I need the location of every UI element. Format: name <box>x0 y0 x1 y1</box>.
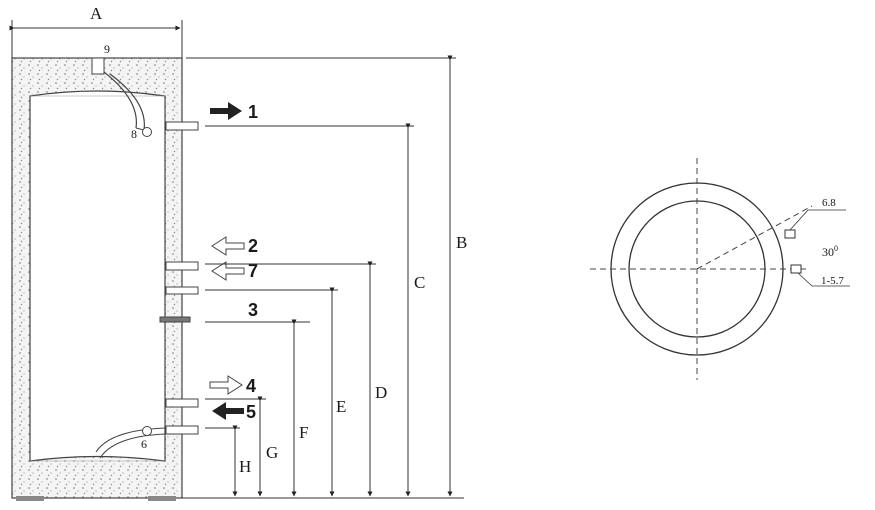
arrow-4-icon <box>209 375 243 395</box>
sensor-upper-label: 6.8 <box>822 197 836 209</box>
dim-d-label: D <box>375 383 387 402</box>
angle-label: 300 <box>822 244 838 259</box>
label-9: 9 <box>104 42 110 56</box>
sensor-sleeve-upper <box>784 229 796 239</box>
dim-f-label: F <box>299 423 308 442</box>
label-6: 6 <box>141 437 147 451</box>
dimension-lines <box>9 20 464 499</box>
label-3: 3 <box>248 300 258 320</box>
dim-c-label: C <box>414 273 425 292</box>
label-8: 8 <box>131 127 137 141</box>
dim-a-label: A <box>90 4 103 23</box>
plan-view: 6.8 1-5.7 300 <box>590 158 850 380</box>
bottom-pipe <box>95 426 167 459</box>
label-4: 4 <box>246 376 256 396</box>
dim-e-label: E <box>336 397 346 416</box>
arrow-1-icon <box>210 102 242 120</box>
sensor-8 <box>142 127 152 137</box>
label-5: 5 <box>246 402 256 422</box>
arrow-5-icon <box>212 402 244 420</box>
sensor-sleeve-lower <box>790 264 802 274</box>
label-1: 1 <box>248 102 258 122</box>
dim-h-label: H <box>239 457 251 476</box>
label-7: 7 <box>248 261 258 281</box>
arrow-7-icon <box>211 261 245 281</box>
sensor-6 <box>142 426 152 436</box>
label-2: 2 <box>248 236 258 256</box>
dimension-labels: A B C D E F G H <box>90 4 467 476</box>
dim-g-label: G <box>266 443 278 462</box>
flow-arrows <box>209 102 245 420</box>
sensor-lower-label: 1-5.7 <box>821 275 844 287</box>
connection-stubs <box>159 121 199 435</box>
tank-body <box>11 57 183 501</box>
connection-numbers: 1 2 7 3 4 5 6 8 9 <box>104 42 258 451</box>
dim-b-label: B <box>456 233 467 252</box>
top-port <box>91 57 145 131</box>
arrow-2-icon <box>211 236 245 256</box>
